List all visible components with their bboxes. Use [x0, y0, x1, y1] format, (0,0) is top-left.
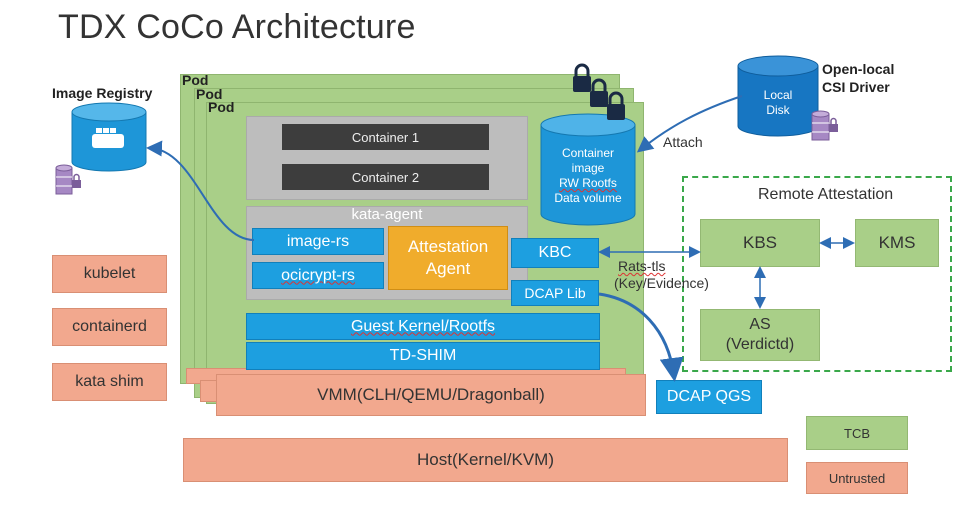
image-rs-box: image-rs: [252, 228, 384, 255]
rats-tls-label: Rats-tls (Key/Evidence): [614, 258, 709, 292]
image-registry-label: Image Registry: [52, 85, 153, 101]
as-box: AS (Verdictd): [700, 309, 820, 361]
remote-attestation-frame: [682, 176, 952, 372]
page-title: TDX CoCo Architecture: [58, 8, 416, 46]
remote-attestation-title: Remote Attestation: [758, 186, 894, 203]
attach-label: Attach: [663, 134, 703, 150]
rats-tls-line-2: (Key/Evidence): [614, 275, 709, 291]
kms-box: KMS: [855, 219, 939, 267]
local-disk-line-2: Disk: [766, 103, 790, 117]
pod-label-back: Pod: [182, 72, 209, 88]
vmm-box: VMM(CLH/QEMU/Dragonball): [216, 374, 646, 416]
csi-driver-line-2: CSI Driver: [822, 79, 890, 95]
dcap-lib-box: DCAP Lib: [511, 280, 599, 306]
dcap-qgs-box: DCAP QGS: [656, 380, 762, 414]
ocicrypt-rs-box: ocicrypt-rs: [252, 262, 384, 289]
kata-agent-label: kata-agent: [351, 206, 423, 223]
td-shim-box: TD-SHIM: [246, 342, 600, 370]
attestation-agent-line-1: Attestation: [407, 237, 489, 256]
as-line-2: (Verdictd): [725, 336, 795, 353]
pod-label-front: Pod: [208, 99, 235, 115]
image-registry-icon: [71, 102, 147, 172]
csi-driver-label: Open-local CSI Driver: [822, 60, 894, 96]
local-disk-label: Local Disk: [738, 88, 818, 118]
container-volume-line-4: Data volume: [554, 191, 622, 205]
attestation-agent-box: Attestation Agent: [388, 226, 508, 290]
container-2-bar: Container 2: [282, 164, 489, 190]
pod-label-middle: Pod: [196, 86, 223, 102]
container-volume-line-2: image: [571, 161, 605, 175]
container-volume-label: Container image RW Rootfs Data volume: [541, 146, 635, 206]
guest-kernel-label: Guest Kernel/Rootfs: [350, 317, 496, 335]
legend-tcb: TCB: [806, 416, 908, 450]
kbs-box: KBS: [700, 219, 820, 267]
guest-kernel-box: Guest Kernel/Rootfs: [246, 313, 600, 340]
rats-tls-line-1: Rats-tls: [618, 258, 666, 274]
kata-shim-box: kata shim: [52, 363, 167, 401]
container-1-bar: Container 1: [282, 124, 489, 150]
as-line-1: AS: [749, 316, 771, 333]
attestation-agent-line-2: Agent: [425, 259, 471, 278]
container-volume-line-1: Container: [561, 146, 615, 160]
container-volume-line-3: RW Rootfs: [559, 176, 617, 190]
ocicrypt-rs-label: ocicrypt-rs: [281, 266, 355, 284]
kbc-box: KBC: [511, 238, 599, 268]
registry-database-lock-icon: [55, 164, 81, 195]
kubelet-box: kubelet: [52, 255, 167, 293]
host-box: Host(Kernel/KVM): [183, 438, 788, 482]
legend-untrusted: Untrusted: [806, 462, 908, 494]
local-disk-line-1: Local: [763, 88, 793, 102]
containerd-box: containerd: [52, 308, 167, 346]
csi-driver-line-1: Open-local: [822, 61, 895, 77]
